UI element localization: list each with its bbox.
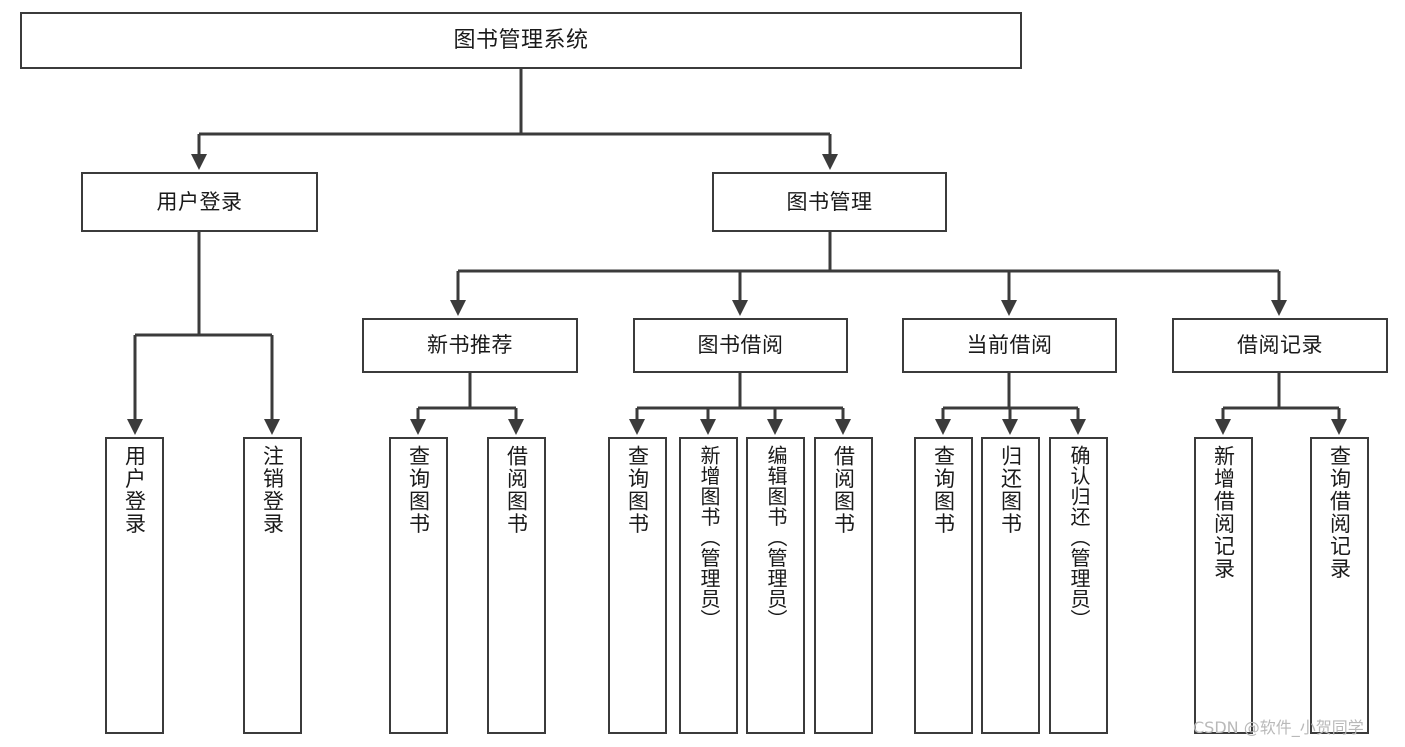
diagram-edges — [127, 69, 1347, 435]
edge-group-book-borrow-arrow-3-head — [835, 419, 851, 435]
edge-group-current-borrow-arrow-2-head — [1070, 419, 1086, 435]
edge-group-book-borrow-arrow-1-head — [700, 419, 716, 435]
node-leaf-leaf-query-book-current[interactable]: 查询图书 — [914, 437, 973, 734]
edge-root-arrow-0-head — [191, 154, 207, 170]
node-label: 新书推荐 — [427, 333, 513, 358]
node-label: 查询图书 — [931, 445, 956, 535]
node-leaf-leaf-borrow-book[interactable]: 借阅图书 — [814, 437, 873, 734]
edge-book-manage-arrow-3-head — [1271, 300, 1287, 316]
edge-group-new-book-rec-arrow-1-head — [508, 419, 524, 435]
csdn-watermark: CSDN @软件_小贺同学 — [1193, 718, 1364, 737]
node-label: 图书借阅 — [697, 333, 784, 358]
node-level2-current-borrow[interactable]: 当前借阅 — [902, 318, 1117, 373]
node-leaf-leaf-add-record[interactable]: 新增借阅记录 — [1194, 437, 1253, 734]
node-label: 借阅图书 — [831, 445, 856, 535]
node-label: 注销登录 — [260, 445, 285, 535]
node-level2-book-borrow[interactable]: 图书借阅 — [633, 318, 848, 373]
node-level1-user-login[interactable]: 用户登录 — [81, 172, 318, 232]
node-leaf-leaf-query-book-rec[interactable]: 查询图书 — [389, 437, 448, 734]
edge-book-manage-arrow-1-head — [732, 300, 748, 316]
edge-group-current-borrow-arrow-0-head — [935, 419, 951, 435]
edge-group-borrow-record-arrow-1-head — [1331, 419, 1347, 435]
node-label: 借阅图书 — [504, 445, 529, 535]
edge-group-new-book-rec-arrow-0-head — [410, 419, 426, 435]
edge-group-book-borrow-arrow-0-head — [629, 419, 645, 435]
node-label: 归还图书 — [998, 445, 1023, 535]
node-label: 用户登录 — [122, 445, 147, 535]
node-leaf-leaf-logout[interactable]: 注销登录 — [243, 437, 302, 734]
node-label: 查询图书 — [625, 445, 650, 535]
node-label: 查询图书 — [406, 445, 431, 535]
node-label: 当前借阅 — [966, 333, 1053, 358]
node-leaf-leaf-return-book[interactable]: 归还图书 — [981, 437, 1040, 734]
edge-user-login-arrow-1-head — [264, 419, 280, 435]
node-leaf-leaf-confirm-return[interactable]: 确认归还（管理员） — [1049, 437, 1108, 734]
node-label: 新增图书（管理员） — [697, 445, 721, 630]
edge-group-current-borrow-arrow-1-head — [1002, 419, 1018, 435]
node-leaf-leaf-add-book[interactable]: 新增图书（管理员） — [679, 437, 738, 734]
edge-group-borrow-record-arrow-0-head — [1215, 419, 1231, 435]
node-label: 图书管理系统 — [453, 27, 589, 53]
edge-book-manage-arrow-0-head — [450, 300, 466, 316]
node-leaf-leaf-edit-book[interactable]: 编辑图书（管理员） — [746, 437, 805, 734]
edge-book-manage-arrow-2-head — [1001, 300, 1017, 316]
node-leaf-leaf-user-login[interactable]: 用户登录 — [105, 437, 164, 734]
node-label: 编辑图书（管理员） — [764, 445, 788, 630]
edge-group-book-borrow-arrow-2-head — [767, 419, 783, 435]
node-label: 新增借阅记录 — [1211, 445, 1236, 580]
node-leaf-leaf-query-book-borrow[interactable]: 查询图书 — [608, 437, 667, 734]
node-level2-new-book-rec[interactable]: 新书推荐 — [362, 318, 578, 373]
node-leaf-leaf-query-record[interactable]: 查询借阅记录 — [1310, 437, 1369, 734]
node-label: 确认归还（管理员） — [1067, 445, 1091, 630]
edge-root-arrow-1-head — [822, 154, 838, 170]
node-label: 借阅记录 — [1237, 333, 1323, 358]
node-label: 查询借阅记录 — [1327, 445, 1352, 580]
edge-user-login-arrow-0-head — [127, 419, 143, 435]
node-level1-book-manage[interactable]: 图书管理 — [712, 172, 947, 232]
node-label: 图书管理 — [786, 189, 873, 214]
node-leaf-leaf-borrow-book-rec[interactable]: 借阅图书 — [487, 437, 546, 734]
node-label: 用户登录 — [156, 189, 243, 214]
node-level2-borrow-record[interactable]: 借阅记录 — [1172, 318, 1388, 373]
node-root-root[interactable]: 图书管理系统 — [20, 12, 1022, 69]
